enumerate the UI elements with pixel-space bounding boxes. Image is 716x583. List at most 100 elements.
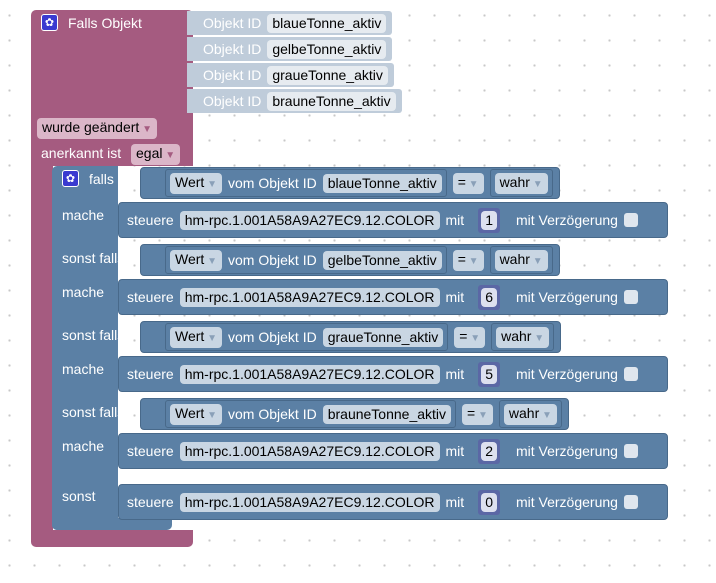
boolean-block[interactable]: wahr ▼ (489, 169, 553, 197)
number-value[interactable]: 6 (481, 287, 497, 307)
boolean-dropdown[interactable]: wahr ▼ (503, 403, 557, 425)
object-id-block[interactable]: Objekt ID blaueTonne_aktiv (187, 11, 393, 35)
number-value[interactable]: 2 (481, 441, 497, 461)
event-title: Falls Objekt (68, 15, 142, 31)
boolean-dropdown[interactable]: wahr ▼ (496, 326, 550, 348)
else-label: sonst (62, 488, 96, 504)
number-value[interactable]: 0 (481, 492, 497, 512)
with-label: mit (445, 212, 465, 228)
operator-dropdown[interactable]: = ▼ (452, 249, 484, 271)
do-label: mache (62, 284, 105, 300)
target-object-field[interactable]: hm-rpc.1.001A58A9A27EC9.12.COLOR (179, 287, 440, 307)
of-object-label: vom Objekt ID (228, 252, 317, 268)
dropdown-arrow-icon: ▼ (162, 150, 176, 161)
delay-checkbox[interactable] (623, 495, 638, 509)
boolean-block[interactable]: wahr ▼ (489, 246, 553, 274)
operator-dropdown[interactable]: = ▼ (462, 403, 493, 425)
object-id-block[interactable]: Objekt ID graueTonne_aktiv (187, 63, 394, 87)
boolean-block[interactable]: wahr ▼ (491, 323, 555, 351)
gear-icon[interactable]: ✿ (62, 170, 79, 187)
ack-label: anerkannt ist (41, 145, 122, 161)
event-block-body (31, 160, 53, 540)
comparison-block[interactable]: Wert ▼ vom Objekt ID gelbeTonne_aktiv = ▼ wa… (140, 244, 560, 276)
operator-dropdown-value: = (459, 327, 468, 344)
target-object-field[interactable]: hm-rpc.1.001A58A9A27EC9.12.COLOR (179, 441, 440, 461)
boolean-dropdown-value: wahr (508, 404, 540, 421)
control-statement[interactable]: steuere hm-rpc.1.001A58A9A27EC9.12.COLOR m… (118, 279, 668, 315)
dropdown-arrow-icon: ▼ (204, 255, 217, 267)
dropdown-arrow-icon: ▼ (539, 409, 552, 421)
object-id-field[interactable]: gelbeTonne_aktiv (322, 250, 442, 270)
get-value-block[interactable]: Wert ▼ vom Objekt ID gelbeTonne_aktiv (165, 246, 447, 274)
with-label: mit (445, 366, 465, 382)
operator-dropdown-value: = (457, 173, 466, 190)
ack-dropdown[interactable]: egal ▼ (131, 144, 181, 165)
object-id-field[interactable]: blaueTonne_aktiv (322, 173, 442, 193)
value-dropdown[interactable]: Wert ▼ (170, 249, 222, 271)
do-label: mache (62, 438, 105, 454)
delay-checkbox[interactable] (623, 444, 638, 458)
if-block[interactable] (52, 166, 118, 530)
ack-value: egal (136, 145, 163, 161)
number-block[interactable]: 0 (478, 489, 500, 515)
dropdown-arrow-icon: ▼ (475, 409, 488, 421)
object-id-field[interactable]: graueTonne_aktiv (267, 65, 388, 85)
number-value[interactable]: 5 (481, 364, 497, 384)
trigger-dropdown[interactable]: wurde geändert ▼ (37, 118, 157, 139)
target-object-field[interactable]: hm-rpc.1.001A58A9A27EC9.12.COLOR (179, 210, 440, 230)
delay-checkbox[interactable] (623, 213, 638, 227)
object-id-field[interactable]: gelbeTonne_aktiv (267, 39, 387, 59)
number-block[interactable]: 5 (478, 361, 500, 387)
target-object-field[interactable]: hm-rpc.1.001A58A9A27EC9.12.COLOR (179, 364, 440, 384)
of-object-label: vom Objekt ID (228, 329, 317, 345)
object-id-field[interactable]: brauneTonne_aktiv (322, 404, 452, 424)
value-dropdown-value: Wert (175, 327, 205, 344)
operator-dropdown-value: = (467, 404, 476, 421)
value-dropdown[interactable]: Wert ▼ (170, 172, 222, 194)
value-dropdown[interactable]: Wert ▼ (170, 326, 222, 348)
boolean-dropdown-value: wahr (499, 250, 530, 267)
object-id-block[interactable]: Objekt ID brauneTonne_aktiv (187, 89, 402, 113)
control-label: steuere (127, 289, 174, 305)
event-block[interactable] (31, 10, 193, 166)
object-id-field[interactable]: blaueTonne_aktiv (267, 13, 387, 33)
number-value[interactable]: 1 (481, 210, 497, 230)
number-block[interactable]: 1 (478, 207, 500, 233)
operator-dropdown[interactable]: = ▼ (452, 172, 484, 194)
delay-checkbox[interactable] (623, 367, 638, 381)
object-id-field[interactable]: graueTonne_aktiv (322, 327, 444, 347)
delay-checkbox[interactable] (623, 290, 638, 304)
if-label: falls (89, 171, 114, 187)
gear-icon[interactable]: ✿ (41, 14, 58, 31)
delay-label: mit Verzögerung (515, 289, 618, 305)
boolean-dropdown[interactable]: wahr ▼ (494, 249, 548, 271)
object-id-label: Objekt ID (203, 67, 262, 83)
do-label: mache (62, 207, 105, 223)
object-id-field[interactable]: brauneTonne_aktiv (267, 91, 396, 111)
number-block[interactable]: 2 (478, 438, 500, 464)
get-value-block[interactable]: Wert ▼ vom Objekt ID graueTonne_aktiv (165, 323, 449, 351)
boolean-dropdown[interactable]: wahr ▼ (494, 172, 548, 194)
with-label: mit (445, 443, 465, 459)
boolean-dropdown-value: wahr (501, 327, 532, 344)
operator-dropdown[interactable]: = ▼ (454, 326, 486, 348)
number-block[interactable]: 6 (478, 284, 500, 310)
object-id-label: Objekt ID (203, 15, 262, 31)
value-dropdown-value: Wert (175, 173, 205, 190)
delay-label: mit Verzögerung (515, 443, 618, 459)
target-object-field[interactable]: hm-rpc.1.001A58A9A27EC9.12.COLOR (179, 492, 440, 512)
boolean-block[interactable]: wahr ▼ (498, 400, 562, 428)
dropdown-arrow-icon: ▼ (531, 332, 545, 344)
object-id-label: Objekt ID (203, 93, 262, 109)
value-dropdown[interactable]: Wert ▼ (170, 403, 222, 425)
